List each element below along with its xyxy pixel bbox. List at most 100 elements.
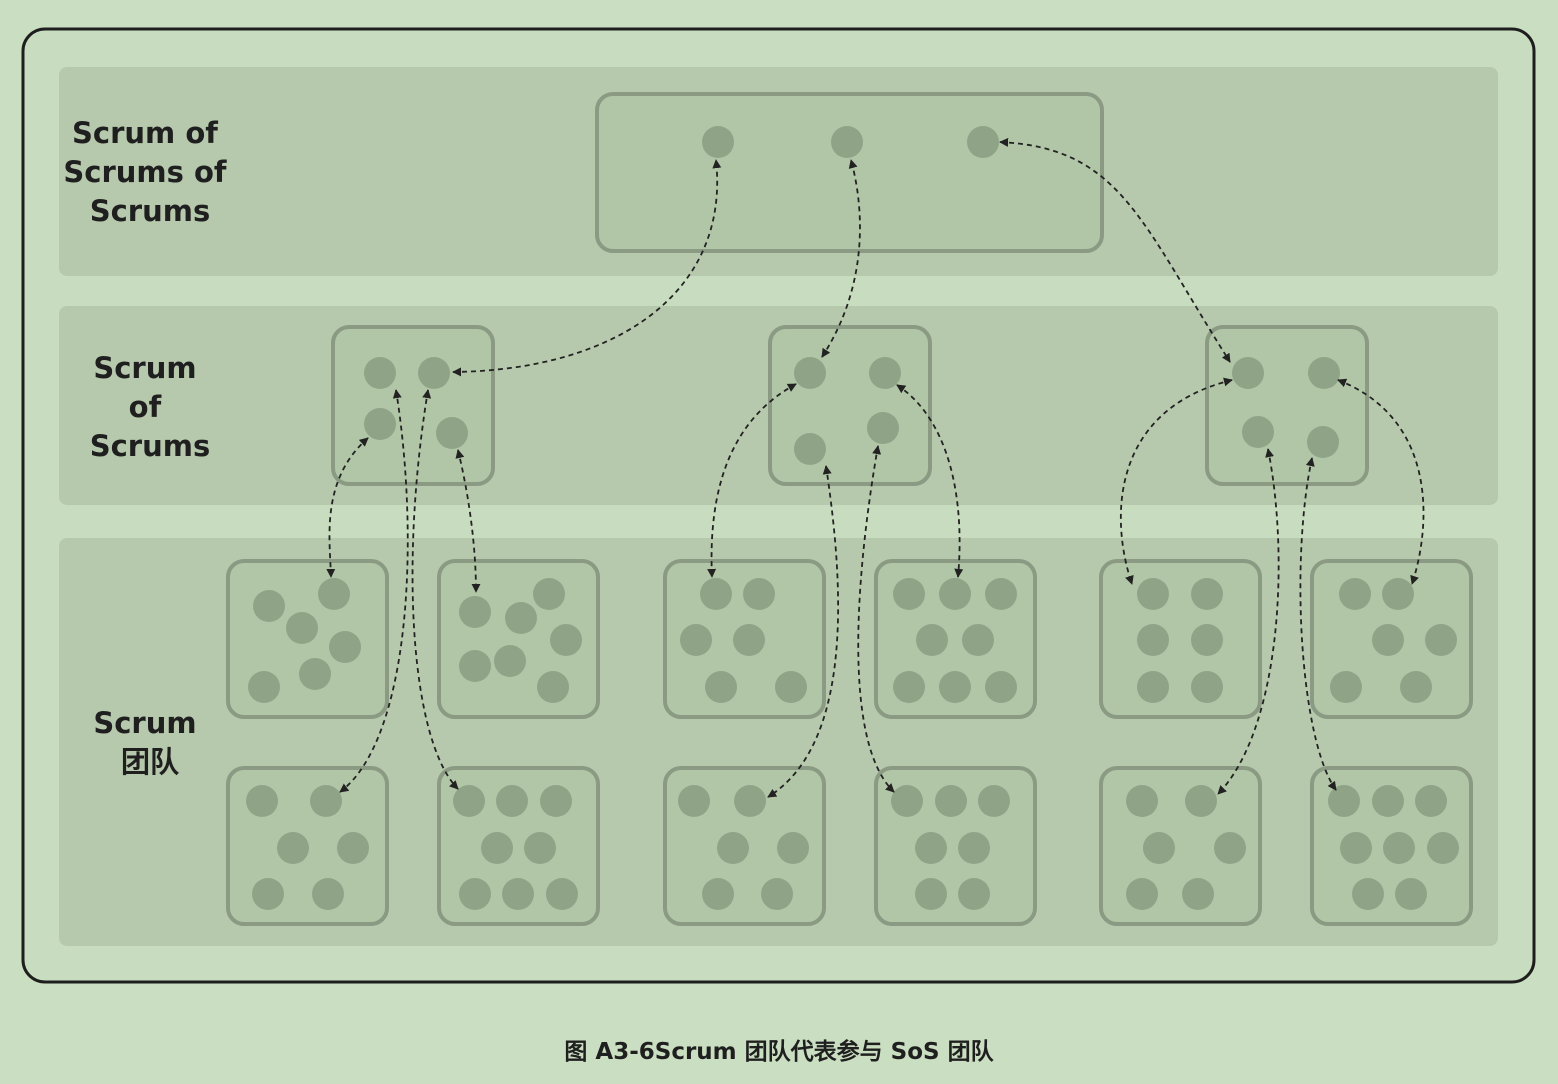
member-dot [364,357,396,389]
member-dot [761,878,793,910]
member-dot [246,785,278,817]
member-dot [1339,578,1371,610]
sos-of-sos-box [595,92,1104,253]
member-dot [915,832,947,864]
member-dot [436,417,468,449]
member-dot [939,578,971,610]
member-dot [743,578,775,610]
member-dot [794,433,826,465]
member-dot [286,612,318,644]
connector-arrow [339,389,409,793]
member-dot [1352,878,1384,910]
member-dot [733,624,765,656]
member-dot [985,578,1017,610]
member-dot [978,785,1010,817]
member-dot [939,671,971,703]
member-dot [533,578,565,610]
member-dot [496,785,528,817]
member-dot [505,602,537,634]
team-box-1 [226,559,389,719]
team-box-12 [1310,766,1473,926]
member-dot [893,671,925,703]
connector-arrow [455,449,481,593]
member-dot [1137,578,1169,610]
team-box-2 [437,559,600,719]
sos-group-2 [768,325,932,486]
member-dot [1330,671,1362,703]
member-dot [1191,578,1223,610]
member-dot [459,596,491,628]
member-dot [1382,578,1414,610]
member-dot [1191,671,1223,703]
member-dot [1372,624,1404,656]
member-dot [329,631,361,663]
member-dot [893,578,925,610]
team-box-9 [663,766,826,926]
member-dot [318,578,350,610]
connector-arrow [1217,448,1280,795]
member-dot [1191,624,1223,656]
member-dot [524,832,556,864]
sos-box [331,325,495,486]
member-dot [1328,785,1360,817]
member-dot [700,578,732,610]
member-dot [312,878,344,910]
level-label-sos-of-sos: Scrum of Scrums of Scrums [63,116,236,228]
member-dot [867,412,899,444]
level-label-sos: Scrum of Scrums [90,351,211,463]
member-dot [702,878,734,910]
connector-arrow [821,159,861,358]
member-dot [1232,357,1264,389]
member-dot [494,645,526,677]
member-dot [546,878,578,910]
connector-arrow [707,383,797,578]
member-dot [717,832,749,864]
member-dot [958,832,990,864]
member-dot [1143,832,1175,864]
member-dot [299,658,331,690]
member-dot [1307,426,1339,458]
member-dot [1126,878,1158,910]
connector-arrow [1299,457,1337,791]
member-dot [537,671,569,703]
member-dot [1427,832,1459,864]
member-dot [1308,357,1340,389]
member-dot [1185,785,1217,817]
member-dot [253,590,285,622]
member-dot [502,878,534,910]
member-dot [678,785,710,817]
sos-box [1205,325,1369,486]
sos-group-1 [331,325,495,486]
member-dot [540,785,572,817]
member-dot [277,832,309,864]
team-box-3 [663,559,826,719]
member-dot [702,126,734,158]
member-dot [1137,671,1169,703]
member-dot [1400,671,1432,703]
sos-group-3 [1205,325,1369,486]
connector-arrow [857,445,895,793]
member-dot [1425,624,1457,656]
team-box-11 [1099,766,1262,926]
connector-arrow [999,137,1231,363]
member-dot [1383,832,1415,864]
member-dot [310,785,342,817]
member-dot [1415,785,1447,817]
connector-arrow [411,389,459,790]
member-dot [935,785,967,817]
member-dot [705,671,737,703]
member-dot [248,671,280,703]
member-dot [891,785,923,817]
team-box-10 [874,766,1037,926]
member-dot [364,408,396,440]
connector-arrow [767,465,840,798]
member-dot [481,832,513,864]
member-dot [916,624,948,656]
member-dot [1372,785,1404,817]
member-dot [337,832,369,864]
member-dot [252,878,284,910]
team-box-4 [874,559,1037,719]
member-dot [734,785,766,817]
member-dot [453,785,485,817]
team-box-7 [226,766,389,926]
